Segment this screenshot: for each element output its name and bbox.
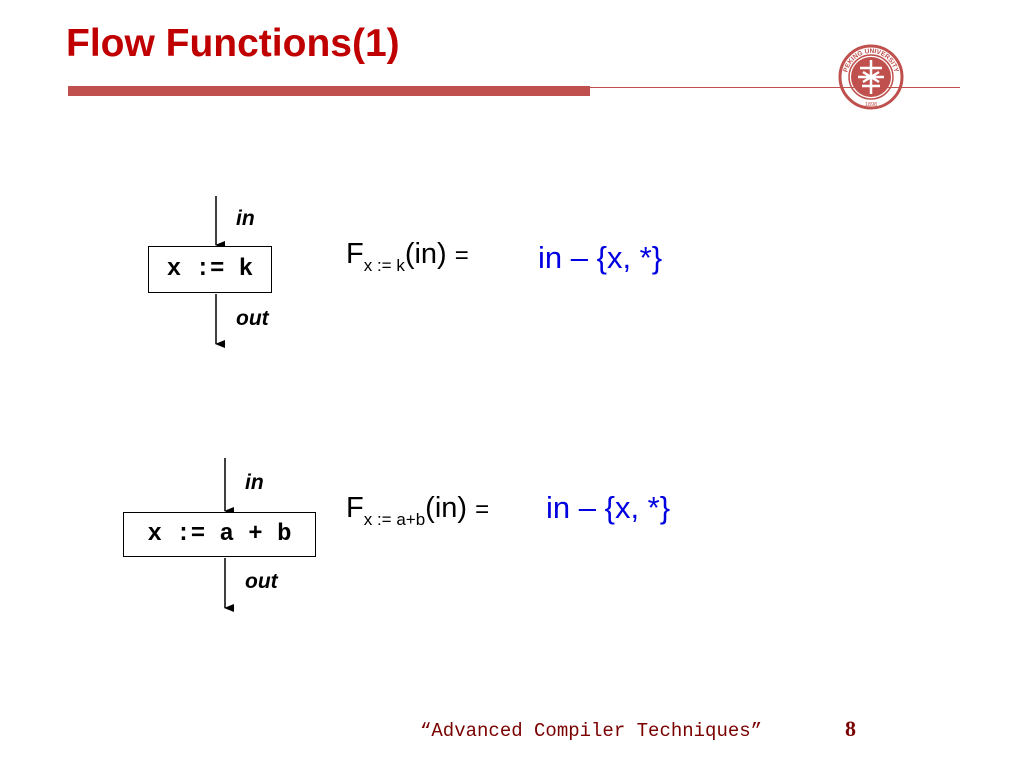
footer-course-title: “Advanced Compiler Techniques”	[420, 720, 763, 742]
title-underline-thick	[68, 86, 590, 96]
block2-in-label: in	[245, 471, 264, 494]
block1-out-label: out	[236, 307, 269, 330]
block1-in-label: in	[236, 207, 255, 230]
block1-rhs: in – {x, *}	[538, 240, 663, 275]
block2-eq-sign: =	[475, 496, 490, 523]
block1-fn: F	[346, 238, 364, 270]
block1-arg: (in)	[404, 238, 447, 270]
block2-equation: Fx := a+b(in) =	[346, 492, 490, 529]
block2-fn: F	[346, 492, 364, 524]
block2-arg: (in)	[425, 492, 468, 524]
title-underline-thin	[590, 87, 960, 88]
block1-subscript: x := k	[363, 256, 405, 275]
block1-eq-sign: =	[454, 242, 469, 269]
svg-text:1898: 1898	[865, 102, 877, 108]
block1-equation: Fx := k(in) =	[346, 238, 469, 275]
slide-title: Flow Functions(1)	[66, 22, 400, 65]
university-logo: PEKING UNIVERSITY 1898	[838, 44, 904, 110]
block2-subscript: x := a+b	[363, 510, 426, 529]
block1-statement: x := k	[148, 246, 272, 293]
block2-statement: x := a + b	[123, 512, 316, 557]
block2-out-label: out	[245, 570, 278, 593]
block2-rhs: in – {x, *}	[546, 490, 671, 525]
page-number: 8	[845, 716, 856, 741]
